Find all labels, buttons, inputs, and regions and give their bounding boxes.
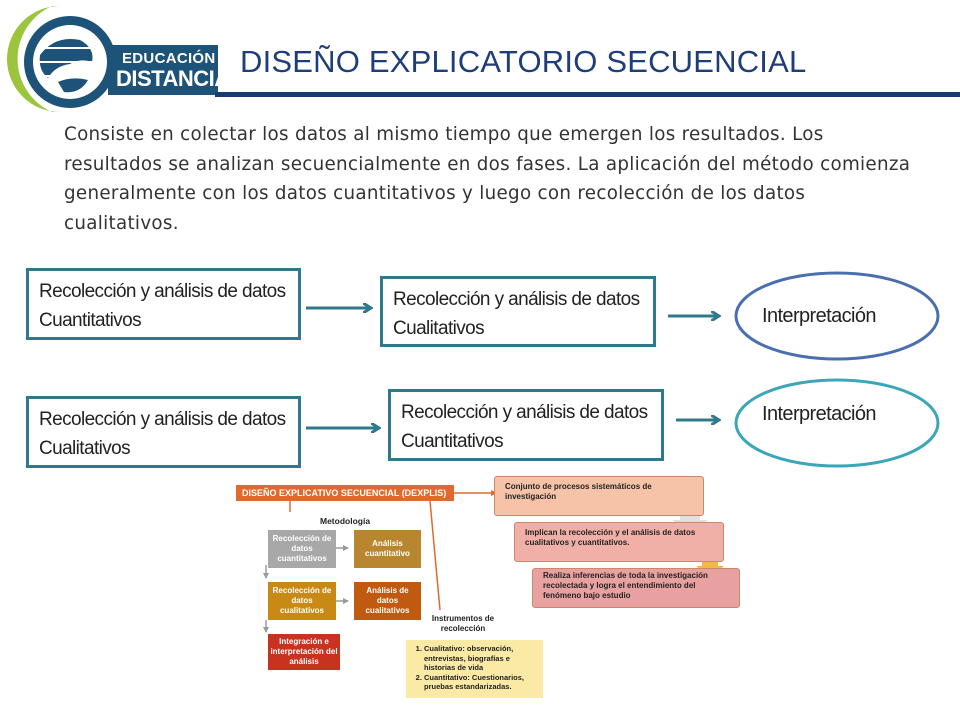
logo bbox=[7, 6, 218, 112]
flow-connectors bbox=[306, 271, 940, 468]
logo-line-1: EDUCACIÓN A bbox=[122, 50, 231, 67]
flow2-result-label: Interpretación bbox=[762, 403, 877, 425]
dexplis-instruments-label: Instrumentos de recolección bbox=[431, 614, 495, 633]
dexplis-desc-1: Conjunto de procesos sistemáticos de inv… bbox=[494, 476, 704, 516]
dexplis-instrument-qual: Cualitativo: observación, entrevistas, b… bbox=[424, 644, 537, 673]
flow2-step2-label: Recolección y análisis de datos Cuantita… bbox=[401, 402, 648, 452]
dexplis-box-qual-analysis: Análisis de datos cualitativos bbox=[354, 582, 421, 620]
page-title: DISEÑO EXPLICATORIO SECUENCIAL bbox=[240, 44, 807, 79]
flow1-step2-label: Recolección y análisis de datos Cualitat… bbox=[393, 289, 640, 339]
dexplis-box-quant-collection: Recolección de datos cuantitativos bbox=[268, 530, 336, 568]
flow1-step1-label: Recolección y análisis de datos Cuantita… bbox=[39, 281, 286, 331]
flow1-step1-box: Recolección y análisis de datos Cuantita… bbox=[26, 268, 301, 340]
dexplis-header: DISEÑO EXPLICATIVO SECUENCIAL (DEXPLIS) bbox=[236, 485, 454, 501]
dexplis-desc-3: Realiza inferencias de toda la investiga… bbox=[532, 568, 740, 608]
flow2-step1-box: Recolección y análisis de datos Cualitat… bbox=[26, 396, 301, 468]
dexplis-desc-2: Implican la recolección y el análisis de… bbox=[514, 522, 724, 562]
title-divider bbox=[215, 92, 960, 97]
flow1-result-ellipse bbox=[734, 271, 940, 361]
flow1-result-label: Interpretación bbox=[762, 305, 877, 327]
dexplis-methodology-label: Metodología bbox=[320, 516, 371, 526]
flow1-step2-box: Recolección y análisis de datos Cualitat… bbox=[380, 276, 656, 347]
flow2-result-ellipse bbox=[734, 378, 940, 468]
intro-paragraph: Consiste en colectar los datos al mismo … bbox=[64, 124, 911, 234]
logo-line-2: DISTANCIA bbox=[116, 66, 230, 91]
flow2-step1-label: Recolección y análisis de datos Cualitat… bbox=[39, 409, 286, 459]
dexplis-instrument-quant: Cuantitativo: Cuestionarios, pruebas est… bbox=[424, 673, 537, 692]
dexplis-box-integration: Integración e interpretación del análisi… bbox=[268, 634, 340, 670]
dexplis-box-qual-collection: Recolección de datos cualitativos bbox=[268, 582, 336, 620]
dexplis-instruments-list: Cualitativo: observación, entrevistas, b… bbox=[406, 640, 543, 698]
flow2-step2-box: Recolección y análisis de datos Cuantita… bbox=[388, 389, 664, 461]
dexplis-box-quant-analysis: Análisis cuantitativo bbox=[354, 530, 421, 568]
